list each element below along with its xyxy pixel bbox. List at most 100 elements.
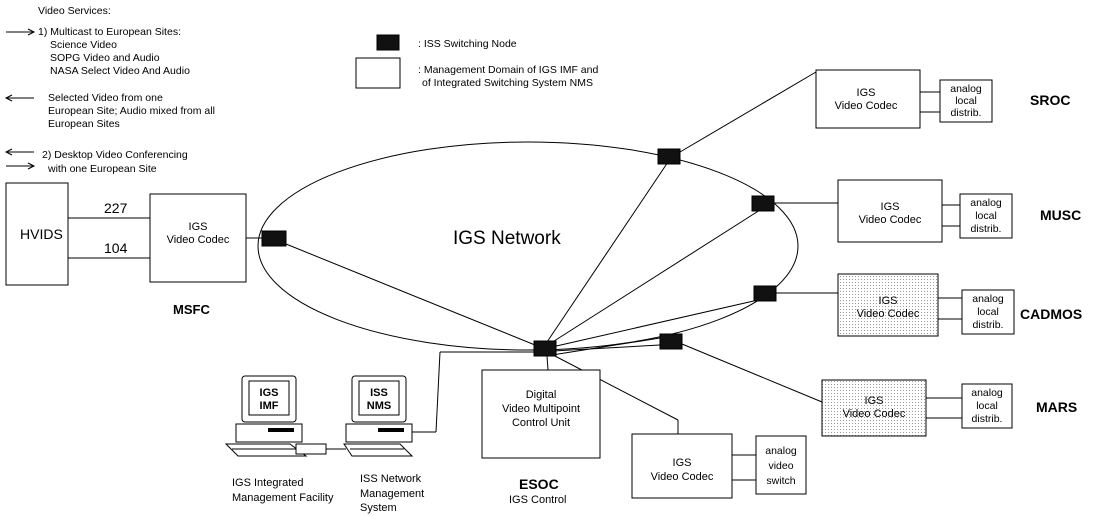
legend-item2-line2: with one European Site [47,163,157,175]
igs-network-ellipse [257,141,799,351]
mars-codec-line1: IGS [865,395,884,407]
legend-selected-line3: European Sites [48,118,120,130]
musc-dist-line2: local [975,210,997,222]
esoc-site-label: ESOC [519,476,559,492]
esoc-switch-line1: analog [765,445,797,457]
msfc-switching-node [261,230,287,247]
right-arrow-icon [6,28,36,36]
legend-item1-line2: Science Video [50,39,117,51]
mars-site-label: MARS [1036,399,1077,415]
cadmos-site-label: CADMOS [1020,306,1082,322]
nms-caption-line2: Management [360,488,424,500]
imf-screen-line2: IMF [260,400,279,412]
esoc-analog-video-switch [755,435,807,495]
musc-local-distrib [959,193,1013,239]
mars-site: IGS Video Codec analog local distrib. MA… [659,333,1077,437]
switching-node-icon [376,34,400,51]
mars-dist-line2: local [976,400,998,412]
management-domain-icon [355,57,401,89]
central-switching-node [533,340,557,357]
musc-site-label: MUSC [1040,207,1081,223]
nms-workstation: ISS NMS ISS Network Management System [343,375,424,514]
sroc-site-label: SROC [1030,92,1070,108]
mars-codec-line2: Video Codec [843,408,906,420]
workstation-icon [224,375,327,457]
cadmos-dist-line1: analog [972,293,1004,305]
cadmos-dist-line3: distrib. [973,319,1004,331]
sroc-video-codec [815,69,921,129]
sroc-local-distrib [939,79,993,123]
legend-selected-line1: Selected Video from one [48,92,163,104]
mars-dist-line3: distrib. [972,413,1003,425]
cadmos-dist-line2: local [977,306,999,318]
legend-selected-line2: European Site; Audio mixed from all [48,105,215,117]
cadmos-codec-line2: Video Codec [857,308,920,320]
legend-title: Video Services: [38,5,111,17]
msfc-site: HVIDS 227 104 IGS Video Codec MSFC [5,182,287,317]
nms-screen-line1: ISS [370,387,388,399]
channel-227-label: 227 [104,200,128,216]
esoc-video-codec [631,433,733,499]
musc-dist-line3: distrib. [971,223,1002,235]
imf-screen-line1: IGS [260,387,279,399]
mars-video-codec [821,379,927,437]
nms-caption-line3: System [360,502,397,514]
mars-switching-node [659,333,683,350]
hvids-box [5,182,69,286]
legend-item1-line4: NASA Select Video And Audio [50,65,190,77]
esoc-codec-line1: IGS [673,457,692,469]
sroc-dist-line1: analog [950,83,982,95]
legend-node-label: : ISS Switching Node [418,38,517,50]
nms-screen-line2: NMS [367,400,391,412]
esoc-mcu-line1: Digital [526,389,557,401]
sroc-switching-node [657,148,681,165]
msfc-video-codec [149,193,247,283]
sroc-codec-line2: Video Codec [835,100,898,112]
cadmos-site: IGS Video Codec analog local distrib. CA… [753,273,1082,337]
left-arrow-icon [4,94,34,102]
nms-caption-line1: ISS Network [360,473,422,485]
sroc-dist-line2: local [955,95,977,107]
network-links [285,161,761,434]
imf-caption-line2: Management Facility [232,492,334,504]
legend-domain-line1: : Management Domain of IGS IMF and [418,64,598,76]
legend-domain-line2: of Integrated Switching System NMS [422,77,593,89]
channel-104-label: 104 [104,240,128,256]
cadmos-video-codec [837,273,939,337]
msfc-site-label: MSFC [173,302,210,317]
musc-codec-line1: IGS [881,201,900,213]
sroc-codec-line1: IGS [857,87,876,99]
musc-video-codec [837,179,943,243]
legend: Video Services: 1) Multicast to European… [4,5,598,175]
esoc-switch-line2: video [768,460,793,472]
bidirectional-arrow-icon [4,148,36,170]
mars-local-distrib [961,383,1013,429]
musc-codec-line2: Video Codec [859,214,922,226]
esoc-subtitle: IGS Control [509,494,566,506]
musc-site: IGS Video Codec analog local distrib. MU… [751,179,1081,243]
msfc-codec-line2: Video Codec [167,234,230,246]
sroc-site: IGS Video Codec analog local distrib. SR… [657,69,1070,165]
esoc-mcu-line3: Control Unit [512,417,570,429]
legend-item2-line1: 2) Desktop Video Conferencing [42,149,188,161]
cadmos-switching-node [753,285,777,302]
network-label: IGS Network [453,228,561,249]
legend-item1-title: 1) Multicast to European Sites: [38,26,181,38]
hvids-label: HVIDS [20,226,63,242]
musc-dist-line1: analog [970,197,1002,209]
esoc-switch-line3: switch [766,475,795,487]
mars-dist-line1: analog [971,387,1003,399]
cadmos-codec-line1: IGS [879,295,898,307]
esoc-mcu-line2: Video Multipoint [502,403,580,415]
cadmos-local-distrib [961,289,1015,335]
msfc-codec-line1: IGS [189,221,208,233]
musc-switching-node [751,195,775,212]
sroc-dist-line3: distrib. [951,107,982,119]
esoc-mcu-box [481,369,601,459]
imf-caption-line1: IGS Integrated [232,477,304,489]
imf-workstation: IGS IMF IGS Integrated Management Facili… [224,375,334,504]
workstation-icon [343,375,414,457]
esoc-site: Digital Video Multipoint Control Unit ES… [481,369,807,506]
legend-item1-line3: SOPG Video and Audio [50,52,160,64]
